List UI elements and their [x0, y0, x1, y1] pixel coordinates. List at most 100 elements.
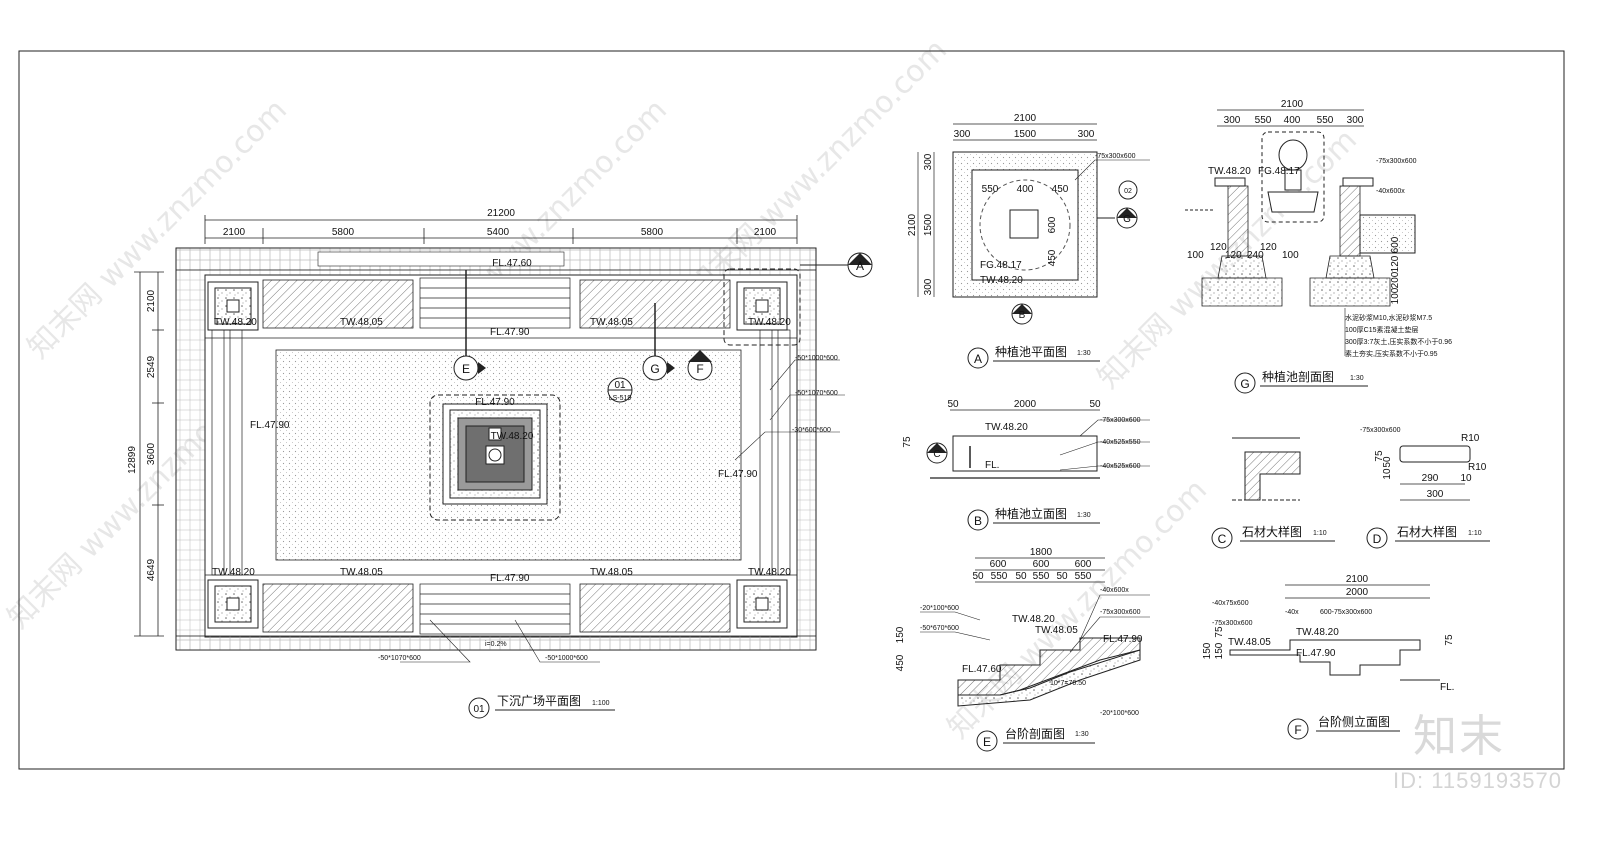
- svg-text:02: 02: [1124, 188, 1132, 195]
- svg-text:2100: 2100: [1346, 574, 1369, 585]
- view-a-planter-plan: 2100 300 1500 300 2100 300 1500 300 550 …: [907, 113, 1150, 369]
- svg-text:FL.47.60: FL.47.60: [962, 664, 1002, 675]
- view-f-step-elevation: 2100 2000 TW.48.20 TW.48.05 FL.47.90 FL.…: [1202, 574, 1455, 740]
- svg-text:TW.48.20: TW.48.20: [1208, 166, 1251, 177]
- svg-text:300: 300: [954, 129, 971, 140]
- svg-text:TW.48.20: TW.48.20: [980, 275, 1023, 286]
- svg-text:2100: 2100: [1281, 99, 1304, 110]
- svg-text:100: 100: [1187, 250, 1204, 261]
- title-bubble: [468, 697, 490, 719]
- central-planter: [429, 394, 561, 521]
- svg-text:75: 75: [902, 436, 913, 448]
- svg-text:2100: 2100: [907, 213, 918, 236]
- svg-text:120: 120: [1225, 250, 1242, 261]
- svg-text:FL.: FL.: [1440, 682, 1454, 693]
- svg-text:FG.48.17: FG.48.17: [980, 260, 1022, 271]
- dim-h-4: 5800: [641, 227, 664, 238]
- brand-logo-text: 知末: [1413, 711, 1505, 762]
- svg-text:400: 400: [1284, 115, 1301, 126]
- svg-text:600: 600: [1033, 559, 1050, 570]
- svg-text:FL.: FL.: [985, 460, 999, 471]
- view-e-step-section: 1800 600 600 600 50 550 50 550 50 550 TW…: [895, 547, 1150, 752]
- svg-text:TW.48.05: TW.48.05: [1228, 637, 1271, 648]
- svg-text:1:30: 1:30: [1077, 512, 1091, 519]
- svg-text:50: 50: [1056, 571, 1068, 582]
- dim-v-3: 3600: [146, 442, 157, 465]
- svg-text:290: 290: [1422, 473, 1439, 484]
- svg-text:01: 01: [614, 380, 626, 391]
- svg-text:C: C: [1218, 532, 1227, 546]
- dim-v-total: 12899: [127, 446, 138, 474]
- svg-text:600: 600: [1390, 236, 1401, 253]
- planter-hatched: [579, 583, 731, 633]
- note-bottom-2: -50*1000*600: [545, 655, 588, 662]
- svg-text:450: 450: [1047, 249, 1058, 266]
- note-right-2: -50*1070*600: [795, 390, 838, 397]
- svg-text:-75x300x600: -75x300x600: [1095, 153, 1136, 160]
- svg-text:1:30: 1:30: [1075, 731, 1089, 738]
- svg-text:G: G: [1240, 377, 1249, 391]
- svg-text:D: D: [1373, 532, 1382, 546]
- svg-text:G: G: [1123, 214, 1131, 225]
- fl-mid: FL.47.90: [490, 327, 530, 338]
- svg-text:550: 550: [1317, 115, 1334, 126]
- view-b-title: 种植池立面图: [995, 506, 1067, 521]
- tw-corner-bl: TW.48.20: [212, 567, 255, 578]
- svg-text:100: 100: [1390, 287, 1401, 304]
- svg-text:A: A: [974, 352, 982, 366]
- svg-text:600: 600: [990, 559, 1007, 570]
- svg-text:E: E: [462, 362, 470, 376]
- fl-bottom: FL.47.90: [490, 573, 530, 584]
- svg-text:水泥砂浆M10,水泥砂浆M7.5: 水泥砂浆M10,水泥砂浆M7.5: [1345, 313, 1432, 322]
- svg-text:1:10: 1:10: [1313, 530, 1327, 537]
- view-g-title: 种植池剖面图: [1262, 369, 1334, 384]
- tw-corner-tl: TW.48.20: [214, 317, 257, 328]
- svg-text:-40x525x550: -40x525x550: [1100, 439, 1141, 446]
- svg-text:150: 150: [1214, 642, 1225, 659]
- svg-text:300: 300: [1347, 115, 1364, 126]
- svg-text:100: 100: [1282, 250, 1299, 261]
- svg-text:150: 150: [895, 626, 906, 643]
- svg-text:-40x: -40x: [1285, 609, 1299, 616]
- section-marker-f: F: [687, 350, 713, 381]
- svg-text:300: 300: [1427, 489, 1444, 500]
- image-id-label: ID: 1159193570: [1393, 768, 1562, 793]
- svg-text:-20*100*600: -20*100*600: [920, 605, 959, 612]
- plaza-scale: 1:100: [592, 700, 610, 707]
- plaza-num: 01: [473, 704, 485, 715]
- svg-text:-50*670*600: -50*670*600: [920, 625, 959, 632]
- svg-text:300: 300: [923, 153, 934, 170]
- view-e-title: 台阶剖面图: [1005, 726, 1065, 741]
- note-right-1: -50*1000*600: [795, 355, 838, 362]
- detail-callout-dashed: [723, 268, 801, 346]
- section-marker-g: G: [642, 303, 675, 381]
- svg-text:1800: 1800: [1030, 547, 1053, 558]
- svg-text:50: 50: [1089, 399, 1101, 410]
- svg-text:-40x75x600: -40x75x600: [1212, 600, 1249, 607]
- view-g-planter-section: 2100 300 550 400 550 300 TW.48.20 FG.48.…: [1185, 99, 1452, 394]
- dim-h-5: 2100: [754, 227, 777, 238]
- svg-text:50: 50: [947, 399, 959, 410]
- tw-corner-br: TW.48.20: [748, 567, 791, 578]
- svg-text:550: 550: [1033, 571, 1050, 582]
- svg-text:600: 600: [1075, 559, 1092, 570]
- svg-text:C: C: [933, 449, 940, 460]
- svg-text:-75x300x600: -75x300x600: [1100, 609, 1141, 616]
- svg-text:R10: R10: [1468, 462, 1487, 473]
- plaza-title: 下沉广场平面图: [497, 694, 581, 708]
- slope-label: i=0.2%: [485, 641, 507, 648]
- note-bottom-1: -50*1070*600: [378, 655, 421, 662]
- svg-text:450: 450: [1052, 184, 1069, 195]
- svg-text:450: 450: [895, 654, 906, 671]
- view-f-title: 台阶侧立面图: [1318, 714, 1390, 729]
- svg-text:550: 550: [982, 184, 999, 195]
- svg-text:-75x300x600: -75x300x600: [1376, 158, 1417, 165]
- svg-text:G: G: [650, 362, 659, 376]
- svg-text:TW.48.20: TW.48.20: [1296, 627, 1339, 638]
- svg-text:50: 50: [972, 571, 984, 582]
- svg-text:B: B: [974, 514, 982, 528]
- svg-text:FL.47.90: FL.47.90: [1103, 634, 1143, 645]
- planter-hatched: [262, 279, 414, 329]
- view-d-stone-detail: -75x300x600 R10 R10 290 10 300 75 10 50 …: [1360, 427, 1490, 549]
- svg-text:240: 240: [1247, 250, 1264, 261]
